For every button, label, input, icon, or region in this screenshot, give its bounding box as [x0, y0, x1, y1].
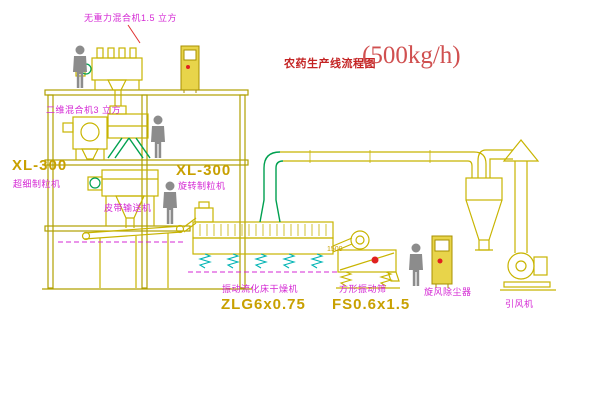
label-screen-name: 方形振动筛	[339, 284, 387, 294]
exhaust-stack	[502, 139, 540, 253]
building-frame	[42, 89, 252, 290]
worker-figure	[163, 181, 177, 224]
control-cabinet-lower	[431, 235, 453, 288]
dryer-springs	[199, 253, 323, 269]
diagram-title: 农药生产线流程图	[284, 58, 376, 70]
fluid-bed-dryer	[192, 201, 353, 255]
granulator-xl300	[87, 169, 159, 228]
exhaust-riser	[259, 151, 284, 223]
exhaust-duct	[280, 150, 487, 178]
induced-draft-fan	[500, 252, 556, 291]
vibrating-screen	[336, 230, 400, 289]
label-top-mixer: 无重力混合机1.5 立方	[84, 13, 178, 23]
label-granulator-left-model: XL-300	[12, 157, 68, 174]
leader-line-top-mixer	[127, 24, 141, 44]
mixer-2d	[62, 116, 108, 160]
control-cabinet-upper	[180, 45, 200, 93]
granulator-upper	[107, 105, 149, 139]
top-mixer	[75, 47, 143, 106]
label-fan: 引风机	[505, 299, 534, 309]
worker-figure	[73, 45, 87, 88]
worker-figure	[151, 115, 165, 158]
label-dryer-name: 振动流化床干燥机	[222, 284, 299, 294]
label-granulator-left-name: 超细制粒机	[13, 179, 61, 189]
worker-figure	[409, 243, 423, 286]
label-screen-model: FS0.6x1.5	[332, 296, 411, 313]
diagram-capacity: (500kg/h)	[362, 42, 461, 69]
belt-conveyor	[81, 217, 197, 288]
label-granulator-mid-name: 旋转制粒机	[178, 181, 226, 191]
label-belt-conveyor: 皮带输送机	[104, 203, 152, 213]
y-discharge-chute	[107, 137, 151, 159]
label-granulator-mid-model: XL-300	[176, 162, 232, 179]
label-mixer-2d: 二维混合机3 立方	[46, 105, 122, 115]
label-screen-dimension: 1500	[327, 246, 343, 253]
label-cyclone: 旋风除尘器	[424, 287, 472, 297]
cyclone-separator	[465, 149, 513, 251]
label-dryer-model: ZLG6x0.75	[221, 296, 306, 313]
